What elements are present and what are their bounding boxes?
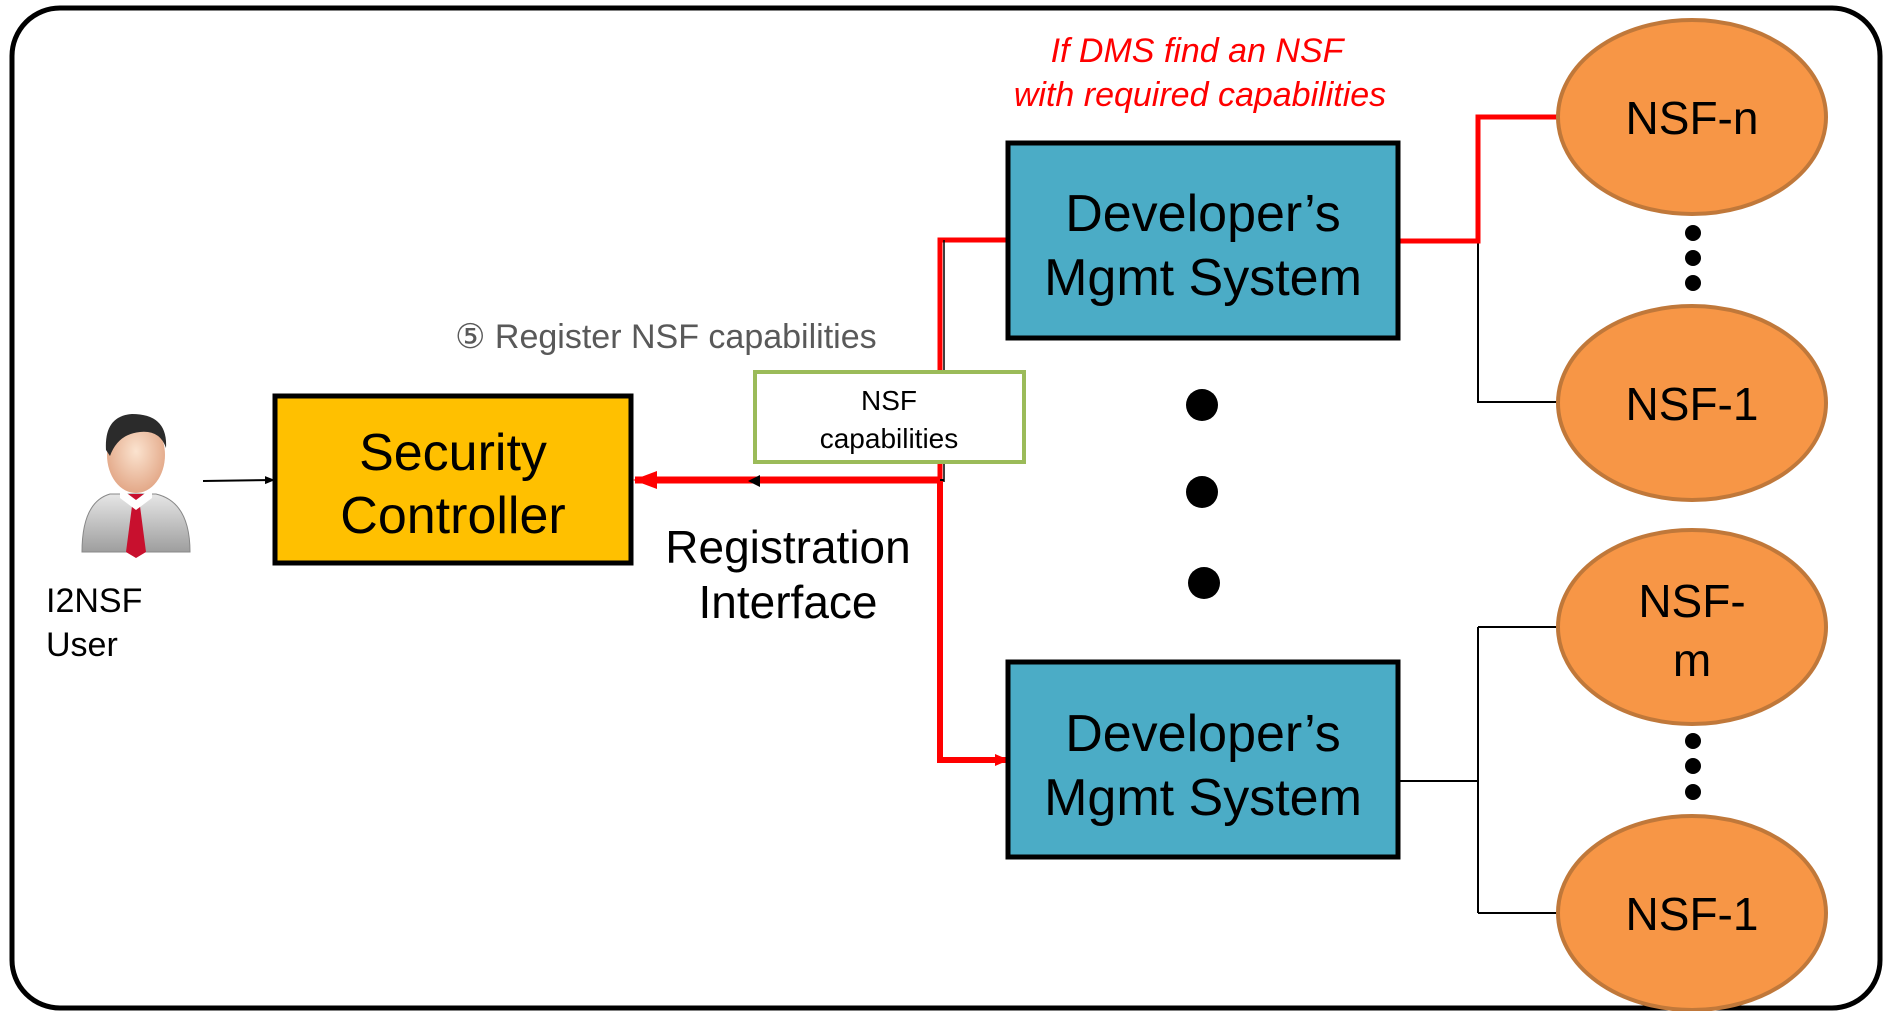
small-arrowhead [748, 475, 760, 487]
note-line-1: If DMS find an NSF [1051, 32, 1346, 70]
dms-top-box: Developer’s Mgmt System [1005, 140, 1401, 341]
nsf-node-1-top: NSF-1 [1556, 304, 1828, 502]
user-label-line-2: User [46, 626, 118, 664]
dms-bottom-box: Developer’s Mgmt System [1005, 659, 1401, 860]
red-path-to-dms-bottom [937, 480, 1009, 766]
registration-interface-line-2: Interface [699, 576, 878, 628]
nsf-m-label-line-2: m [1673, 634, 1711, 686]
nsf-bottom-ellipsis [1685, 733, 1701, 800]
dms-ellipsis [1186, 389, 1220, 599]
red-path-dms-to-nsf-n [1398, 114, 1557, 244]
note-line-2: with required capabilities [1014, 76, 1386, 114]
dms-bottom-line-1: Developer’s [1065, 705, 1341, 763]
step-label: ⑤ Register NSF capabilities [455, 318, 877, 356]
nsf-node-n: NSF-n [1556, 18, 1828, 216]
nsf-m-label-line-1: NSF- [1638, 575, 1745, 627]
user-label-line-1: I2NSF [46, 582, 142, 620]
security-controller-box: Security Controller [272, 393, 634, 566]
black-connectors [1398, 240, 1557, 914]
nsf-node-m: NSF- m [1556, 528, 1828, 726]
nsf-1-top-label: NSF-1 [1626, 378, 1759, 430]
nsf-node-1-bottom: NSF-1 [1556, 814, 1828, 1011]
user-avatar-icon [81, 414, 191, 558]
outer-frame [9, 5, 1883, 1011]
dms-bottom-line-2: Mgmt System [1044, 769, 1362, 827]
nsf-1-bottom-label: NSF-1 [1626, 888, 1759, 940]
security-controller-line-1: Security [359, 424, 547, 482]
dms-top-line-1: Developer’s [1065, 185, 1341, 243]
nsf-top-ellipsis [1685, 225, 1701, 291]
security-controller-line-2: Controller [340, 487, 565, 545]
red-paths [633, 114, 1557, 766]
nsf-capabilities-line-1: NSF [861, 385, 917, 416]
connector-dms-top-to-nsf-1 [1398, 240, 1557, 403]
user-to-controller-arrow [202, 476, 275, 485]
nsf-capabilities-message-box: NSF capabilities [753, 370, 1026, 464]
nsf-capabilities-line-2: capabilities [820, 423, 959, 454]
nsf-n-label: NSF-n [1626, 92, 1759, 144]
dms-top-line-2: Mgmt System [1044, 249, 1362, 307]
registration-interface-line-1: Registration [665, 521, 910, 573]
